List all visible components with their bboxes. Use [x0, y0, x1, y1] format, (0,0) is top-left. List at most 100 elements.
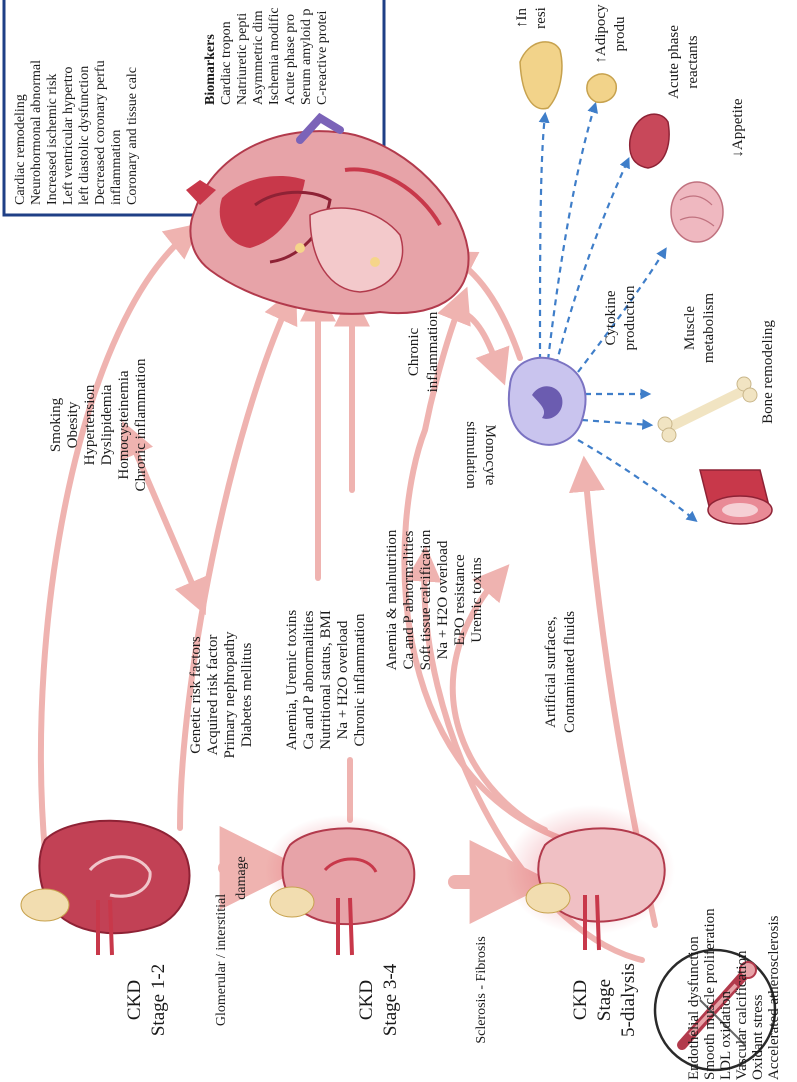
- appetite-text: ↓Appetite: [730, 98, 746, 157]
- risk-factor-item: Ca and P abnormalities: [401, 530, 417, 669]
- risk-factor-item: Uremic toxins: [469, 557, 485, 643]
- brain-icon: [671, 182, 723, 242]
- risk-factor-item: Primary nephropathy: [222, 631, 238, 759]
- risk-factor-item: EPO resistance: [452, 554, 468, 646]
- stage-5-line2: Stage: [594, 979, 615, 1021]
- vascular-effect-item: LDL oxidation: [718, 990, 734, 1080]
- cardiac-outcome-item: Decreased coronary perfu: [93, 60, 108, 205]
- vascular-effect-item: Endothelial dysfunction: [686, 936, 702, 1080]
- risk-factor-item: Dyslipidemia: [99, 384, 115, 465]
- risk-factor-item: Genetic risk factors: [188, 636, 204, 754]
- biomarker-item: Asymmetric dim: [251, 10, 266, 105]
- cardiac-outcome-item: inflammation: [109, 130, 124, 205]
- insulin-line2: resi: [533, 7, 549, 29]
- chronic-inflammation-label: Chronic inflammation: [406, 311, 441, 392]
- risk-factor-item: Nutritional status, BMI: [318, 610, 334, 750]
- muscle-line2: metabolism: [701, 293, 717, 363]
- insulin-line1: ↑In: [514, 8, 530, 28]
- biomarker-item: Cardiac tropon: [219, 21, 234, 105]
- risk-factor-item: Anemia & malnutrition: [384, 529, 400, 670]
- risk-factor-item: Chronic inflammation: [352, 613, 368, 746]
- stage-3-4-line1: CKD: [356, 980, 377, 1020]
- risk-factor-item: Chronic inflammation: [133, 358, 149, 491]
- transition-1-line2: damage: [234, 856, 249, 900]
- stage-1-2-line1: CKD: [124, 980, 145, 1020]
- cardiac-outcome-item: Increased ischemic risk: [45, 74, 60, 205]
- transition-2-label: Sclerosis - Fibrosis: [474, 936, 489, 1043]
- risk-factor-item: Diabetes mellitus: [239, 643, 255, 748]
- risk-factor-item: Anemia, Uremic toxins: [284, 610, 300, 751]
- stage-1-2-label: CKD Stage 1-2: [124, 964, 169, 1036]
- kidney-stage-1-2-icon: [21, 821, 190, 955]
- acute-line1: Acute phase: [666, 25, 682, 99]
- risk-factor-item: Soft tissue calcification: [418, 529, 434, 670]
- risk-factor-item: Ca and P abnormalities: [301, 610, 317, 749]
- stage-5-line3: 5-dialysis: [618, 963, 639, 1037]
- biomarker-item: C-reactive protei: [315, 10, 330, 105]
- insulin-resistance-label: ↑In resi: [514, 7, 549, 29]
- transition-2-text: Sclerosis - Fibrosis: [474, 936, 489, 1043]
- cytokine-line2: production: [622, 285, 638, 350]
- artificial-line1: Artificial surfaces,: [543, 616, 559, 728]
- transition-1-label: Glomerular / interstitial damage: [214, 856, 249, 1026]
- biomarker-item: Natriuretic pepti: [235, 13, 250, 105]
- kidney-stage-5-icon: [505, 805, 675, 950]
- bone-remodeling-text: Bone remodeling: [760, 320, 776, 424]
- monocyte-line1: Monocyte: [482, 425, 498, 486]
- monocyte-icon: [509, 358, 586, 445]
- chronic-line2: inflammation: [425, 311, 441, 392]
- vascular-effect-item: Oxidant stress: [750, 994, 766, 1080]
- risk-factor-item: Na + H2O overload: [435, 540, 451, 659]
- risk-factor-item: Acquired risk factor: [205, 635, 221, 756]
- vascular-effect-item: Vascular calcification: [734, 950, 750, 1080]
- chronic-line1: Chronic: [406, 327, 422, 376]
- cardiac-outcome-item: left diastolic dysfunction: [77, 66, 92, 205]
- risk-factor-item: Na + H2O overload: [335, 620, 351, 739]
- acute-phase-label: Acute phase reactants: [666, 25, 701, 99]
- blood-vessel-icon: [700, 470, 772, 524]
- muscle-metabolism-label: Muscle metabolism: [682, 293, 717, 363]
- adipocytokine-label: ↑Adipocy produ: [593, 4, 628, 64]
- vascular-effect-item: Accelerated atherosclerosis: [766, 915, 782, 1080]
- cardiac-outcome-item: Cardiac remodeling: [13, 94, 28, 205]
- adipose-icon: [587, 74, 616, 102]
- stage-5-line1: CKD: [570, 980, 591, 1020]
- stage-1-2-line2: Stage 1-2: [148, 964, 169, 1036]
- biomarker-item: Acute phase pro: [283, 14, 298, 105]
- liver-icon: [630, 114, 669, 168]
- acute-line2: reactants: [685, 35, 701, 88]
- cardiac-outcome-item: Left ventricular hypertro: [61, 67, 76, 205]
- adipocytokine-line1: ↑Adipocy: [593, 4, 609, 64]
- biomarker-item: Ischemia modific: [267, 7, 282, 105]
- pancreas-icon: [520, 42, 562, 109]
- monocyte-line2: stimulation: [463, 421, 479, 489]
- appetite-label: ↓Appetite: [730, 98, 746, 157]
- cardiac-outcome-item: Coronary and tissue calc: [125, 67, 140, 205]
- risk-factor-item: Obesity: [65, 401, 81, 448]
- risk-factor-item: Homocysteinemia: [116, 370, 132, 479]
- stage-3-4-line2: Stage 3-4: [380, 963, 401, 1036]
- risk-factor-item: Hypertension: [82, 384, 98, 465]
- vascular-effect-item: Smooth muscle proliferation: [702, 908, 718, 1080]
- bone-remodeling-label: Bone remodeling: [760, 320, 776, 424]
- kidney-stage-3-4-icon: [265, 815, 415, 955]
- muscle-line1: Muscle: [682, 306, 698, 351]
- transition-1-line1: Glomerular / interstitial: [214, 894, 229, 1026]
- adipocytokine-line2: produ: [612, 16, 628, 51]
- cytokine-line1: Cytokine: [603, 290, 619, 345]
- stage-5-label: CKD Stage 5-dialysis: [570, 963, 639, 1037]
- artificial-line2: Contaminated fluids: [562, 611, 578, 733]
- cardiac-outcome-item: Neurohormonal abnormal: [29, 60, 44, 205]
- risk-factor-item: Smoking: [48, 397, 64, 452]
- bone-icon: [658, 377, 757, 442]
- monocyte-stimulation-label: Monocyte stimulation: [463, 421, 498, 489]
- biomarker-item: Serum amyloid p: [299, 9, 314, 105]
- stage-3-4-label: CKD Stage 3-4: [356, 963, 401, 1036]
- biomarkers-title: Biomarkers: [203, 34, 218, 105]
